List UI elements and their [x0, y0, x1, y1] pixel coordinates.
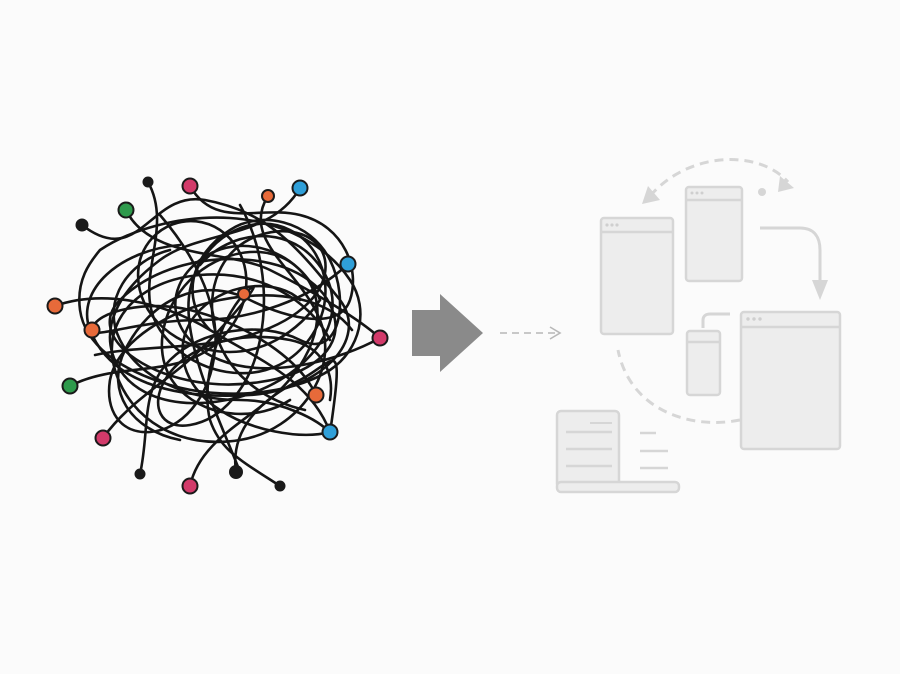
tangle-loop-18	[93, 229, 327, 412]
bottom-dashed-curve	[616, 349, 741, 424]
node-black	[274, 480, 286, 492]
node-red	[181, 477, 199, 495]
node-blue	[339, 255, 357, 273]
tangle-loop-8	[53, 284, 332, 436]
node-green	[61, 377, 79, 395]
node-orange	[46, 297, 64, 315]
node-red	[181, 177, 199, 195]
tangle-loop-15	[108, 257, 337, 386]
phone-small	[685, 329, 722, 397]
network-nodes	[46, 176, 389, 495]
tangle-loop-4	[110, 194, 332, 444]
node-black	[134, 468, 146, 480]
cycle-arrows	[616, 158, 828, 424]
top-arrowhead-right	[778, 176, 794, 192]
node-orange	[83, 321, 101, 339]
node-black	[142, 176, 154, 188]
phone-connector	[701, 312, 730, 328]
node-green	[117, 201, 135, 219]
node-blue	[321, 423, 339, 441]
node-orange	[237, 287, 251, 301]
node-black	[229, 465, 243, 479]
right-arrowhead-down	[812, 280, 828, 300]
dot	[758, 188, 766, 196]
browser-window-left	[599, 216, 675, 336]
node-blue	[291, 179, 309, 197]
laptop	[555, 409, 681, 494]
node-orange	[307, 386, 325, 404]
node-red	[94, 429, 112, 447]
tangle-loop-13	[112, 248, 339, 474]
node-red	[371, 329, 389, 347]
tangle-loop-17	[156, 203, 333, 427]
tangle-loop-14	[78, 216, 362, 395]
dashed-right-arrow-icon	[500, 326, 562, 340]
browser-window-top	[684, 185, 744, 283]
node-black	[75, 218, 89, 232]
top-dashed-curve	[648, 158, 790, 197]
top-arrowhead-left	[642, 186, 660, 204]
node-orange	[261, 189, 275, 203]
organized-screens	[555, 158, 842, 494]
right-solid-curve	[760, 226, 822, 280]
tangle-loop-6	[124, 208, 383, 370]
tangled-network	[53, 180, 383, 488]
right-arrow-icon	[412, 294, 483, 372]
browser-window-large	[739, 310, 842, 451]
